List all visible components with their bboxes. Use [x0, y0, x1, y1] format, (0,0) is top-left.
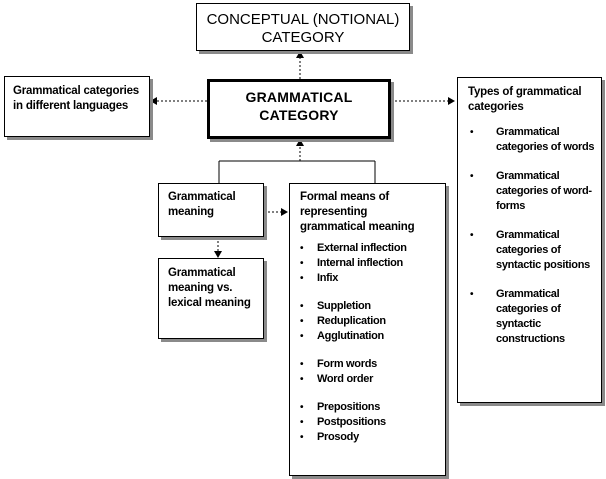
grammatical-category-line1: GRAMMATICAL [245, 89, 353, 105]
conceptual-category-box: CONCEPTUAL (NOTIONAL) CATEGORY [196, 3, 410, 51]
bullet-icon: • [470, 171, 474, 182]
bullet-icon: • [300, 402, 304, 413]
arrowhead-right-types [448, 97, 455, 105]
arrowhead-up-conceptual [296, 51, 304, 58]
types-item: • Grammatical categories of word-forms [458, 169, 601, 214]
bullet-icon: • [300, 374, 304, 385]
arrowhead-down-meaning-vs [214, 251, 222, 258]
types-item: • Grammatical categories of syntactic pos… [458, 228, 601, 273]
bullet-icon: • [300, 417, 304, 428]
bullet-icon: • [470, 289, 474, 300]
bullet-icon: • [300, 331, 304, 342]
formal-means-item: • Reduplication [290, 314, 445, 329]
types-title: Types of grammatical categories [468, 86, 582, 113]
bullet-icon: • [300, 243, 304, 254]
conceptual-category-line1: CONCEPTUAL (NOTIONAL) [206, 11, 400, 28]
formal-means-item-label: Internal inflection [317, 257, 403, 269]
list-spacer [290, 286, 445, 299]
bullet-icon: • [300, 273, 304, 284]
formal-means-item: • External inflection [290, 241, 445, 256]
list-spacer [290, 387, 445, 400]
formal-means-item: • Agglutination [290, 329, 445, 344]
types-list: • Grammatical categories of words • Grammat… [458, 125, 601, 347]
formal-means-item: • Infix [290, 271, 445, 286]
types-item: • Grammatical categories of syntactic con… [458, 287, 601, 347]
formal-means-item-label: Form words [317, 358, 377, 370]
arrowhead-left-languages [150, 97, 157, 105]
formal-means-item-label: Prosody [317, 431, 359, 443]
conceptual-category-line2: CATEGORY [261, 29, 345, 46]
formal-means-item-label: Agglutination [317, 330, 384, 342]
formal-means-item: • Postpositions [290, 415, 445, 430]
bullet-icon: • [470, 127, 474, 138]
formal-means-item: • Form words [290, 357, 445, 372]
arrowhead-up-grammatical [296, 139, 304, 146]
grammatical-category-line2: CATEGORY [259, 107, 339, 123]
formal-means-item: • Suppletion [290, 299, 445, 314]
formal-means-item-label: Infix [317, 272, 339, 284]
types-box: Types of grammatical categories • Grammat… [457, 77, 602, 403]
formal-means-item: • Prosody [290, 430, 445, 445]
formal-means-item-label: Prepositions [317, 401, 381, 413]
bullet-icon: • [300, 316, 304, 327]
arrowhead-right-formal [281, 208, 288, 216]
types-item: • Grammatical categories of words [458, 125, 601, 155]
grammatical-meaning-text: Grammatical meaning [168, 191, 236, 218]
bullet-icon: • [300, 258, 304, 269]
meaning-vs-text: Grammatical meaning vs. lexical meaning [168, 267, 251, 309]
bullet-icon: • [470, 230, 474, 241]
grammatical-meaning-box: Grammatical meaning [158, 183, 264, 237]
formal-means-item-label: Word order [317, 373, 374, 385]
bullet-icon: • [300, 301, 304, 312]
types-item-label: Grammatical categories of word-forms [496, 170, 592, 212]
formal-means-item: • Prepositions [290, 400, 445, 415]
meaning-vs-box: Grammatical meaning vs. lexical meaning [158, 258, 264, 339]
bullet-icon: • [300, 432, 304, 443]
formal-means-item: • Word order [290, 372, 445, 387]
types-item-label: Grammatical categories of syntactic cons… [496, 288, 565, 345]
types-item-label: Grammatical categories of words [496, 126, 595, 153]
formal-means-list: • External inflection • Internal inflection… [290, 241, 445, 445]
formal-means-item-label: Reduplication [317, 315, 386, 327]
formal-means-item-label: Postpositions [317, 416, 386, 428]
types-item-label: Grammatical categories of syntactic posi… [496, 229, 590, 271]
formal-means-box: Formal means of representing grammatical… [289, 183, 446, 476]
languages-box: Grammatical categories in different lang… [4, 76, 150, 137]
bullet-icon: • [300, 359, 304, 370]
formal-means-item-label: External inflection [317, 242, 407, 254]
grammatical-category-box: GRAMMATICAL CATEGORY [207, 79, 391, 139]
languages-text: Grammatical categories in different lang… [13, 85, 139, 112]
list-spacer [290, 344, 445, 357]
formal-means-title: Formal means of representing grammatical… [300, 191, 415, 233]
formal-means-item: • Internal inflection [290, 256, 445, 271]
formal-means-item-label: Suppletion [317, 300, 371, 312]
